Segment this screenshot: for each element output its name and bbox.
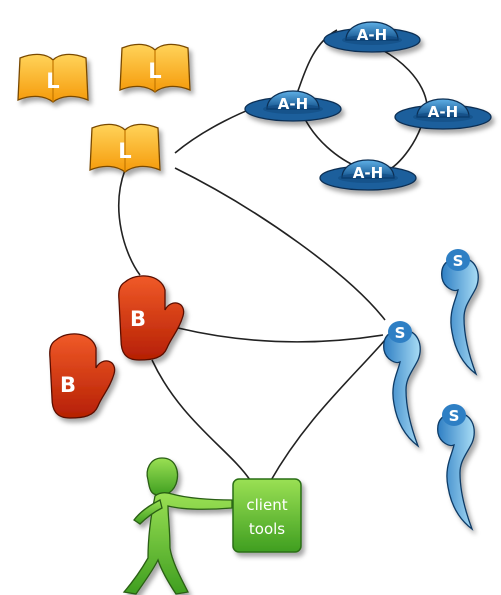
edge-broker-client <box>151 359 251 481</box>
broker-label: B <box>130 307 146 331</box>
server-label: S <box>395 324 406 342</box>
broker-label: B <box>60 373 76 397</box>
server-node-main: S <box>383 321 421 447</box>
librarian-node-main: L <box>89 123 161 173</box>
archive-host-label: A-H <box>357 26 387 44</box>
broker-node-main: B <box>118 275 185 361</box>
edge-server-client <box>269 339 386 483</box>
librarian-label: L <box>148 59 161 83</box>
client-tools-label-line1: client <box>246 496 287 514</box>
edge-broker-server <box>177 327 384 343</box>
librarian-node-top-left: L <box>17 53 89 103</box>
archive-host-label: A-H <box>353 164 383 182</box>
archive-host-label: A-H <box>278 95 308 113</box>
archive-host-node-top: A-H <box>323 21 421 53</box>
client-tools-box: client tools <box>232 478 302 553</box>
archive-host-label: A-H <box>428 103 458 121</box>
archive-host-node-bottom: A-H <box>319 159 417 191</box>
librarian-label: L <box>118 139 131 163</box>
client-tools-label-line2: tools <box>249 520 285 538</box>
archive-host-node-left: A-H <box>244 90 342 122</box>
broker-node-back: B <box>49 333 116 419</box>
edge-librarian-server <box>174 167 386 321</box>
server-node-bottom: S <box>437 404 475 530</box>
user-figure <box>122 457 233 595</box>
librarian-node-top-right: L <box>119 43 191 93</box>
server-label: S <box>449 407 460 425</box>
edge-librarian-broker <box>118 169 141 276</box>
edge-ring-archive-hosts <box>287 29 428 173</box>
archive-host-node-right: A-H <box>394 98 492 130</box>
server-node-top: S <box>441 249 479 375</box>
librarian-label: L <box>46 69 59 93</box>
server-label: S <box>453 252 464 270</box>
